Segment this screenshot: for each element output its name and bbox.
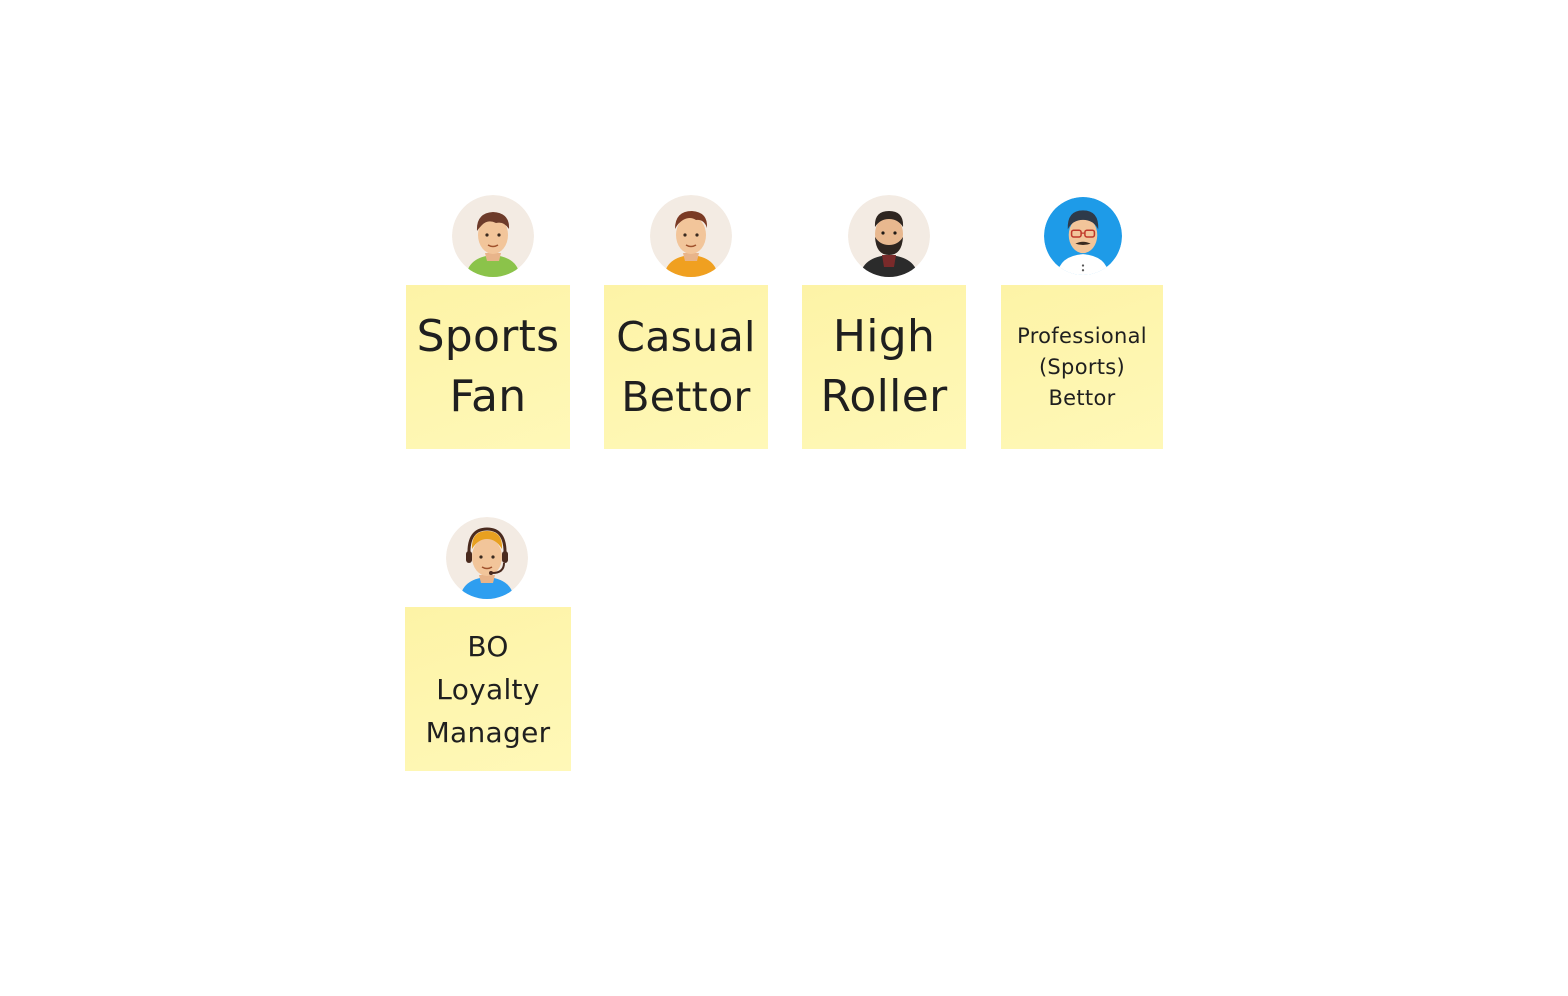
sticky-note[interactable]: High Roller (802, 285, 966, 449)
sticky-note[interactable]: BO Loyalty Manager (405, 607, 571, 771)
sticky-note[interactable]: Professional (Sports) Bettor (1001, 285, 1163, 449)
sticky-note-text[interactable]: High Roller (820, 311, 948, 422)
bearded-man-dark-jacket-icon[interactable] (848, 195, 930, 277)
support-agent-headset-icon[interactable] (446, 517, 528, 599)
man-orange-shirt-icon[interactable] (650, 195, 732, 277)
sticky-note-text[interactable]: BO Loyalty Manager (425, 629, 551, 749)
sticky-note[interactable]: Sports Fan (406, 285, 570, 449)
sticky-note-text[interactable]: Sports Fan (416, 311, 560, 422)
sticky-note-text[interactable]: Casual Bettor (616, 313, 756, 421)
sticky-note-text[interactable]: Professional (Sports) Bettor (1017, 323, 1147, 410)
young-man-green-shirt-icon[interactable] (452, 195, 534, 277)
man-glasses-mustache-icon[interactable] (1044, 197, 1122, 275)
sticky-note[interactable]: Casual Bettor (604, 285, 768, 449)
